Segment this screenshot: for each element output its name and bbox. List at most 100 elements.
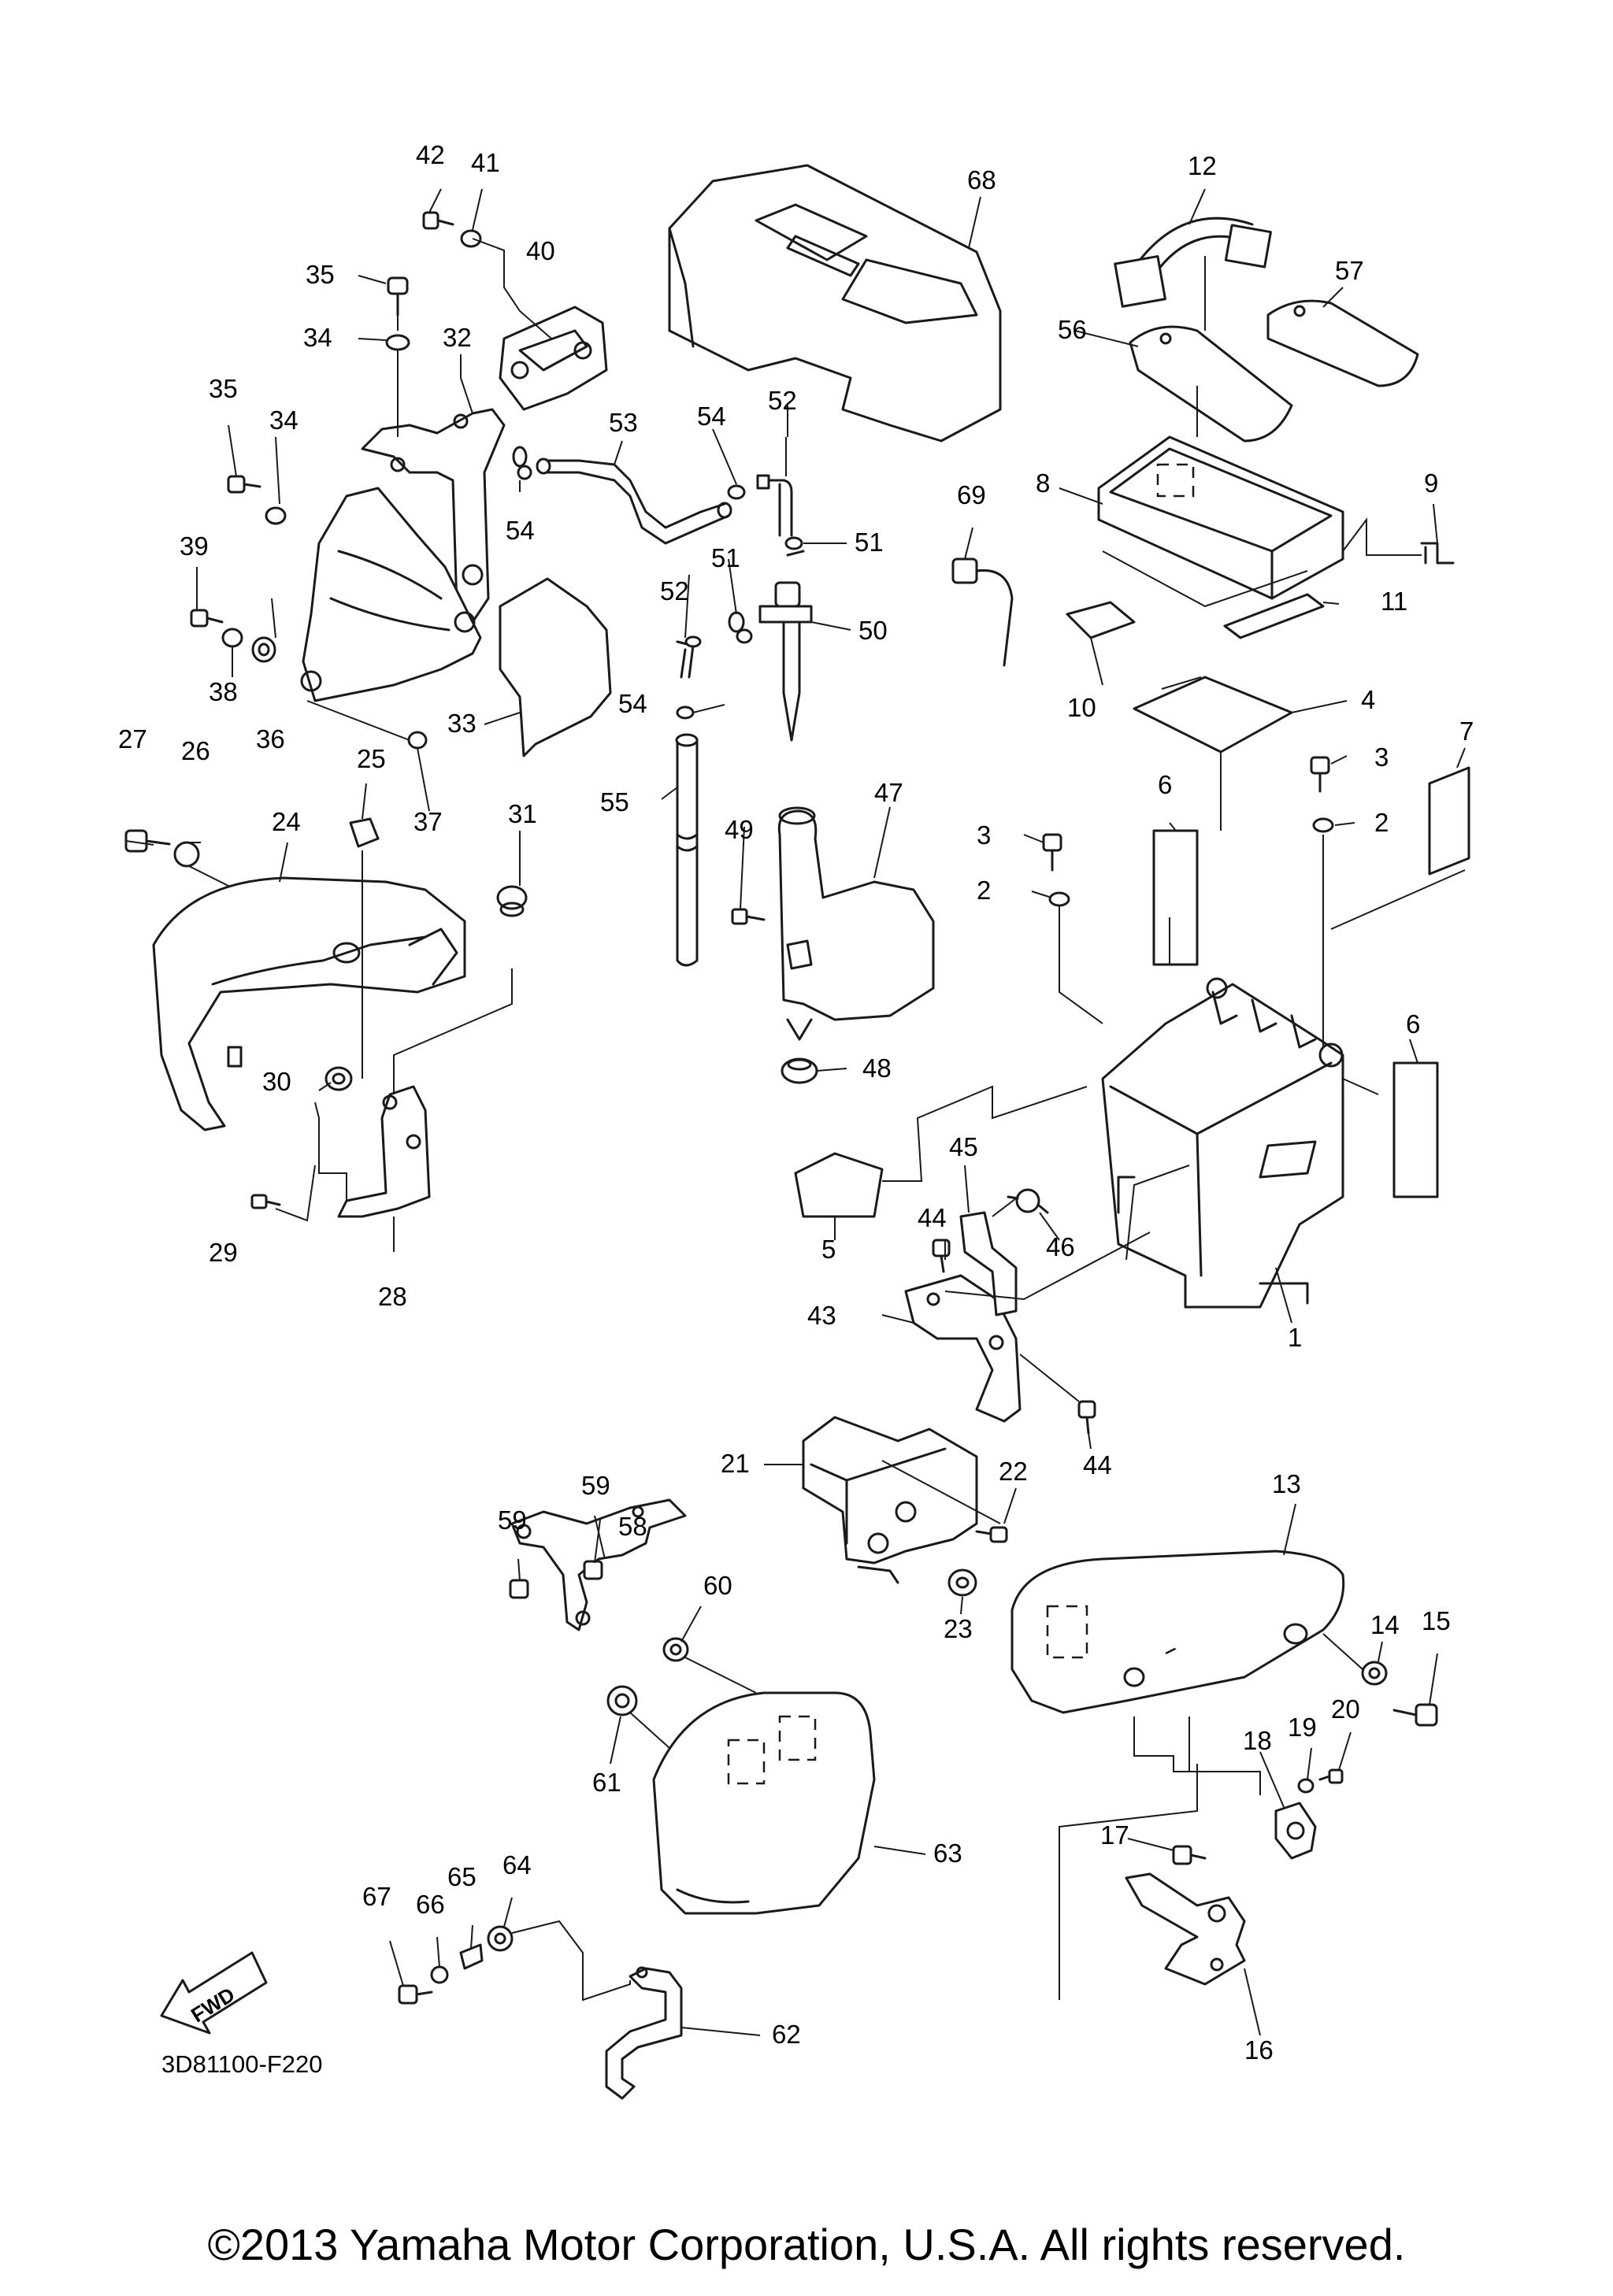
callout-label: 66 [416, 1890, 445, 1919]
callout-label: 30 [262, 1067, 291, 1096]
diagram-reference-code: 3D81100-F220 [161, 2050, 323, 2078]
part-7-pad [1428, 766, 1470, 876]
callout-label: 25 [357, 744, 386, 773]
callout-label: 29 [209, 1238, 238, 1267]
callout-label: 17 [1100, 1820, 1129, 1850]
part-67-bolt [398, 1984, 433, 2005]
part-61-grommet [606, 1685, 638, 1716]
part-44-bolt-lower [1077, 1400, 1096, 1435]
part-20-screw [1318, 1768, 1344, 1784]
callout-label: 62 [772, 2020, 801, 2049]
callout-label: 19 [1288, 1713, 1317, 1742]
callout-label: 63 [933, 1839, 962, 1868]
callout-label: 2 [977, 876, 991, 905]
callout-label: 35 [209, 374, 238, 403]
part-32-frame-bracket [361, 408, 506, 624]
callout-label: 52 [660, 576, 689, 605]
callout-label: 44 [1083, 1450, 1112, 1479]
part-44-bolt-upper [932, 1239, 951, 1273]
callout-label: 50 [858, 616, 888, 645]
callout-label: 42 [416, 140, 445, 169]
callout-label: 7 [1459, 717, 1474, 746]
part-11-pad [1223, 593, 1325, 639]
part-56-pad [1129, 325, 1293, 443]
callout-label: 8 [1036, 468, 1050, 498]
callout-label: 45 [949, 1132, 978, 1161]
callout-label: 56 [1058, 315, 1087, 344]
part-68-top-cover [668, 164, 1002, 443]
callout-label: 69 [957, 480, 986, 509]
part-8-battery-tray [1097, 435, 1344, 600]
part-40-cover [499, 306, 608, 411]
part-14-collar [1361, 1661, 1388, 1686]
callout-label: 51 [711, 543, 740, 572]
callout-label: 24 [272, 807, 301, 836]
part-29-bolt [250, 1194, 281, 1209]
part-37-collar [407, 731, 428, 750]
callout-label: 11 [1381, 587, 1407, 616]
callout-label: 4 [1361, 685, 1375, 714]
part-34-washer-left [265, 506, 287, 525]
callout-label: 53 [609, 408, 638, 437]
callout-label: 15 [1422, 1606, 1451, 1635]
part-49-bolt [731, 908, 766, 925]
part-34-washer-top [385, 334, 410, 351]
callout-label: 38 [209, 677, 238, 706]
leader-lines [125, 188, 1466, 2036]
callout-label: 61 [592, 1768, 621, 1797]
callout-label: 52 [768, 386, 797, 415]
callout-label: 65 [447, 1862, 476, 1891]
callout-label: 28 [378, 1282, 407, 1311]
part-9-clip [1420, 542, 1455, 565]
callout-label: 2 [1374, 808, 1389, 837]
part-57-pad [1266, 299, 1419, 387]
callout-labels: 1 2 2 3 3 4 5 6 6 7 8 9 10 11 12 13 14 1… [118, 140, 1474, 2065]
callout-label: 58 [618, 1512, 647, 1541]
part-59-nut-right [583, 1560, 603, 1580]
part-21-bracket-assembly [802, 1416, 978, 1584]
callout-label: 14 [1370, 1610, 1400, 1639]
part-15-bolt [1392, 1703, 1438, 1727]
part-13-right-side-cover [1010, 1550, 1345, 1714]
part-48-grommet [781, 1057, 818, 1084]
callout-label: 34 [303, 323, 332, 352]
part-3-bolt-right [1310, 756, 1330, 793]
part-3-bolt-left [1042, 833, 1062, 872]
part-5-pad [794, 1152, 884, 1218]
callout-label: 64 [502, 1850, 532, 1879]
callout-label: 44 [918, 1203, 947, 1232]
part-31-grommet [496, 885, 528, 917]
part-38-washer [221, 628, 243, 648]
callout-label: 26 [181, 736, 210, 765]
part-12-battery-strap [1114, 217, 1272, 308]
callout-label: 55 [600, 787, 629, 817]
part-39-bolt [190, 609, 224, 628]
callout-label: 34 [269, 406, 298, 435]
callout-label: 16 [1244, 2035, 1274, 2065]
part-52-elbow-lower [676, 635, 702, 679]
part-63-left-side-cover [652, 1691, 876, 1915]
part-64-grommet [487, 1925, 514, 1952]
part-60-grommet [662, 1637, 689, 1662]
callout-label: 54 [618, 689, 647, 718]
callout-label: 40 [526, 236, 555, 265]
callout-label: 22 [999, 1457, 1028, 1486]
part-66-washer [430, 1965, 449, 1984]
callout-label: 3 [977, 820, 991, 850]
part-33-sheet [499, 577, 612, 757]
part-54-clip-a [512, 446, 532, 480]
callout-label: 27 [118, 724, 147, 754]
part-53-hose [536, 457, 732, 545]
callout-label: 51 [855, 528, 884, 557]
callout-label: 12 [1188, 151, 1217, 180]
part-51-clip-upper [784, 536, 805, 557]
callout-label: 9 [1424, 468, 1438, 498]
callout-label: 33 [447, 709, 476, 738]
copyright-notice: ©2013 Yamaha Motor Corporation, U.S.A. A… [207, 2220, 1406, 2269]
part-47-reservoir-tank [777, 806, 935, 1041]
callout-label: 35 [306, 260, 335, 289]
part-35-bolt-top [387, 276, 409, 317]
part-24-side-cover [152, 876, 466, 1131]
callout-label: 5 [821, 1235, 836, 1264]
part-54-clip-b [727, 484, 746, 500]
